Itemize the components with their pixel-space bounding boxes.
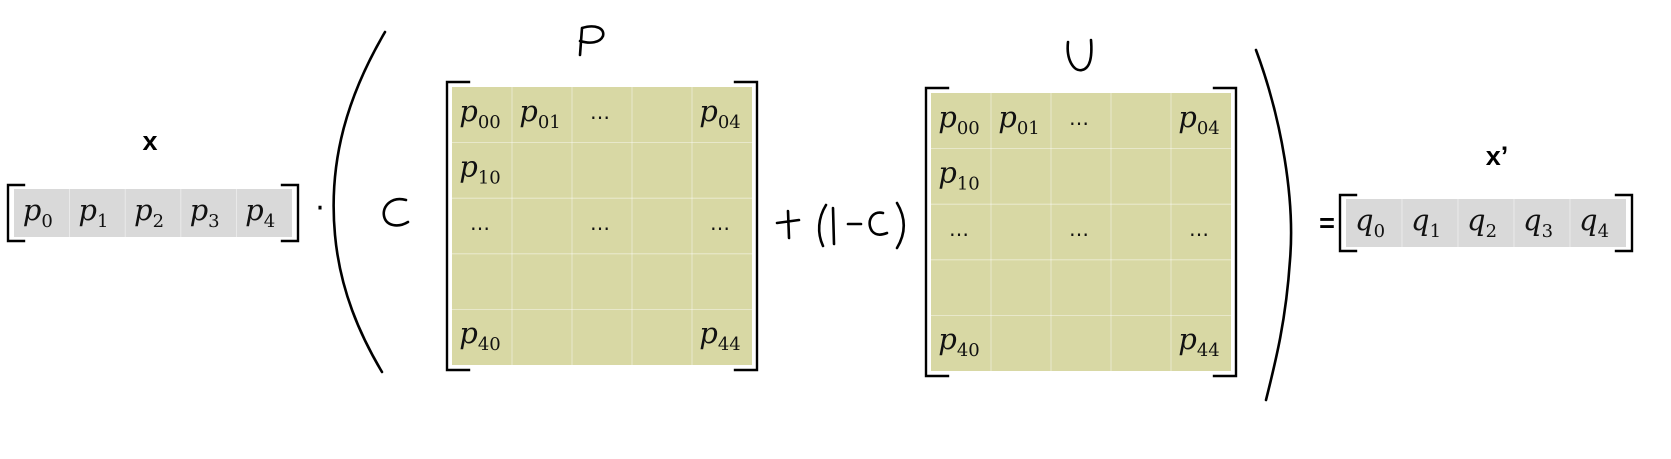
vector_xprime-fill bbox=[1346, 199, 1626, 247]
matrix_P-entry-0-4: p04 bbox=[699, 94, 740, 133]
vector-x: p0 p1 p2 p3 p4 bbox=[6, 183, 300, 243]
matrix_U-entry-4-0: p40 bbox=[938, 322, 979, 361]
matrix_U-entry-4-4: p44 bbox=[1178, 322, 1219, 361]
matrix_U-entry-0-0: p00 bbox=[938, 100, 979, 139]
vector_xprime-entry-1: q1 bbox=[1411, 203, 1441, 242]
matrix_P-ellipsis-0-2: … bbox=[590, 100, 610, 124]
handwritten-one-minus-c bbox=[817, 201, 906, 250]
big-left-paren bbox=[332, 30, 387, 374]
vector-xprime: q0 q1 q2 q3 q4 bbox=[1338, 193, 1634, 253]
vector_x-fill bbox=[14, 189, 292, 237]
matrix_P-ellipsis-2-4: … bbox=[710, 211, 730, 235]
matrix_P-entry-1-0: p10 bbox=[459, 149, 500, 188]
vector_xprime-entry-3: q3 bbox=[1523, 203, 1553, 242]
matrix_U-ellipsis-2-4: … bbox=[1189, 217, 1209, 241]
big-right-paren bbox=[1254, 48, 1293, 402]
vector-x-label: x bbox=[142, 126, 157, 156]
matrix_U-ellipsis-2-2: … bbox=[1069, 217, 1089, 241]
vector_x-entry-3: p3 bbox=[190, 193, 220, 232]
matrix_U-entry-0-1: p01 bbox=[998, 100, 1039, 139]
vector_x-entry-4: p4 bbox=[245, 193, 275, 232]
matrix_P-entry-4-4: p44 bbox=[699, 316, 740, 355]
matrix_P-ellipsis-2-0: … bbox=[470, 211, 490, 235]
vector_x-entry-1: p1 bbox=[78, 193, 108, 232]
matrix_U-ellipsis-2-0: … bbox=[949, 217, 969, 241]
handwritten-c bbox=[382, 197, 410, 227]
matrix_P-entry-0-1: p01 bbox=[519, 94, 560, 133]
equals-sign: = bbox=[1319, 208, 1335, 238]
vector_xprime-entry-4: q4 bbox=[1579, 203, 1609, 242]
multiply-dot: · bbox=[315, 191, 325, 226]
matrix_P-entry-0-0: p00 bbox=[459, 94, 500, 133]
matrix_U-ellipsis-0-2: … bbox=[1069, 106, 1089, 130]
vector_xprime-entry-0: q0 bbox=[1355, 203, 1385, 242]
matrix_U-entry-1-0: p10 bbox=[938, 155, 979, 194]
handwritten-plus bbox=[775, 209, 801, 240]
vector_xprime-entry-2: q2 bbox=[1467, 203, 1497, 242]
matrix-P: p00 p01 … p04 p10 … … … p40 p44 bbox=[445, 80, 759, 372]
vector_x-entry-2: p2 bbox=[134, 193, 164, 232]
matrix_P-entry-4-0: p40 bbox=[459, 316, 500, 355]
vector_x-entry-0: p0 bbox=[23, 193, 53, 232]
vector-xprime-label: x’ bbox=[1486, 141, 1509, 171]
matrix_P-ellipsis-2-2: … bbox=[590, 211, 610, 235]
matrix_U-entry-0-4: p04 bbox=[1178, 100, 1219, 139]
matrix_P-fill bbox=[452, 87, 752, 365]
matrix-U: p00 p01 … p04 p10 … … … p40 p44 bbox=[924, 86, 1238, 378]
matrix_U-fill bbox=[931, 93, 1231, 371]
handwritten-U-label bbox=[1066, 38, 1093, 72]
handwritten-P-label bbox=[578, 25, 605, 57]
